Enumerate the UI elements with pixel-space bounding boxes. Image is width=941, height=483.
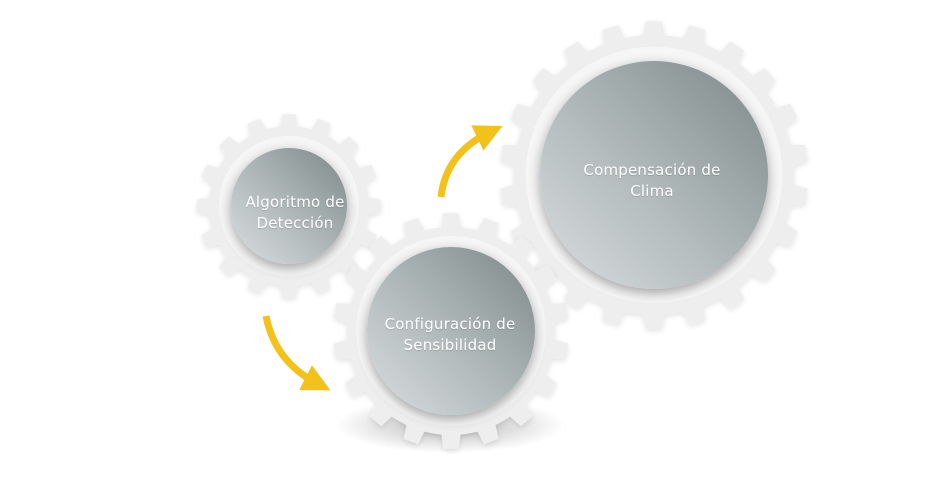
gear-disc — [540, 61, 768, 289]
label-line: Algoritmo de — [245, 193, 345, 211]
gear-sensibilidad — [333, 213, 569, 449]
label-line: Configuración de — [384, 315, 516, 333]
arrow-sensibilidad-to-clima — [437, 125, 503, 198]
arrow-deteccion-to-sensibilidad — [262, 315, 331, 391]
label-line: Compensación de — [583, 161, 721, 179]
label-compensacion-clima: Compensación de Clima — [570, 160, 734, 202]
label-line: Detección — [256, 214, 334, 232]
label-configuracion-sensibilidad: Configuración de Sensibilidad — [370, 314, 530, 356]
label-line: Clima — [630, 182, 674, 200]
gear-deteccion — [197, 114, 381, 298]
gear-clima — [500, 21, 808, 329]
gear-disc — [231, 148, 347, 264]
label-algoritmo-deteccion: Algoritmo de Detección — [230, 192, 360, 234]
gear-disc — [367, 247, 535, 415]
label-line: Sensibilidad — [403, 336, 497, 354]
